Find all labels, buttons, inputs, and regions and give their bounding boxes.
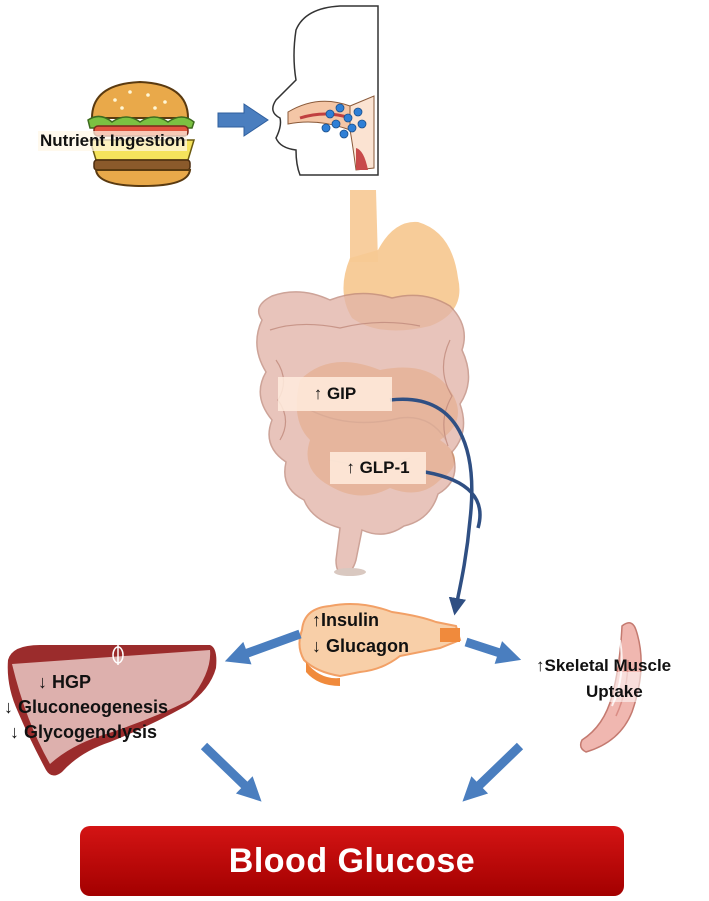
muscle-to-glucose-arrow [462, 742, 524, 802]
liver-gluconeogenesis-label: ↓ Gluconeogenesis [4, 697, 169, 717]
skeletal-muscle-icon [578, 622, 650, 753]
ingestion-arrow [217, 103, 269, 137]
glp1-label: ↑ GLP-1 [330, 452, 426, 484]
liver-icon [7, 645, 217, 776]
glucagon-label: ↓ Glucagon [312, 636, 410, 656]
blood-glucose-box: Blood Glucose [80, 826, 624, 896]
pancreas-to-muscle-arrow [464, 637, 522, 664]
gip-label: ↑ GIP [278, 377, 392, 411]
liver-to-glucose-arrow [200, 742, 262, 802]
pancreas-to-liver-arrow [224, 629, 302, 665]
blood-glucose-label: Blood Glucose [228, 841, 476, 880]
glp1-to-pancreas-curve [424, 470, 482, 529]
pancreas-icon [298, 603, 462, 686]
gip-to-pancreas-arrow [389, 397, 474, 616]
head-mouth-icon [272, 5, 379, 176]
muscle-uptake-line1: ↑Skeletal Muscle [536, 656, 672, 675]
muscle-uptake-line2: Uptake [586, 682, 643, 701]
nutrient-ingestion-label: Nutrient Ingestion [38, 131, 188, 152]
liver-glycogenolysis-label: ↓ Glycogenolysis [10, 722, 158, 742]
liver-hgp-label: ↓ HGP [38, 672, 92, 692]
insulin-label: ↑Insulin [312, 610, 379, 630]
